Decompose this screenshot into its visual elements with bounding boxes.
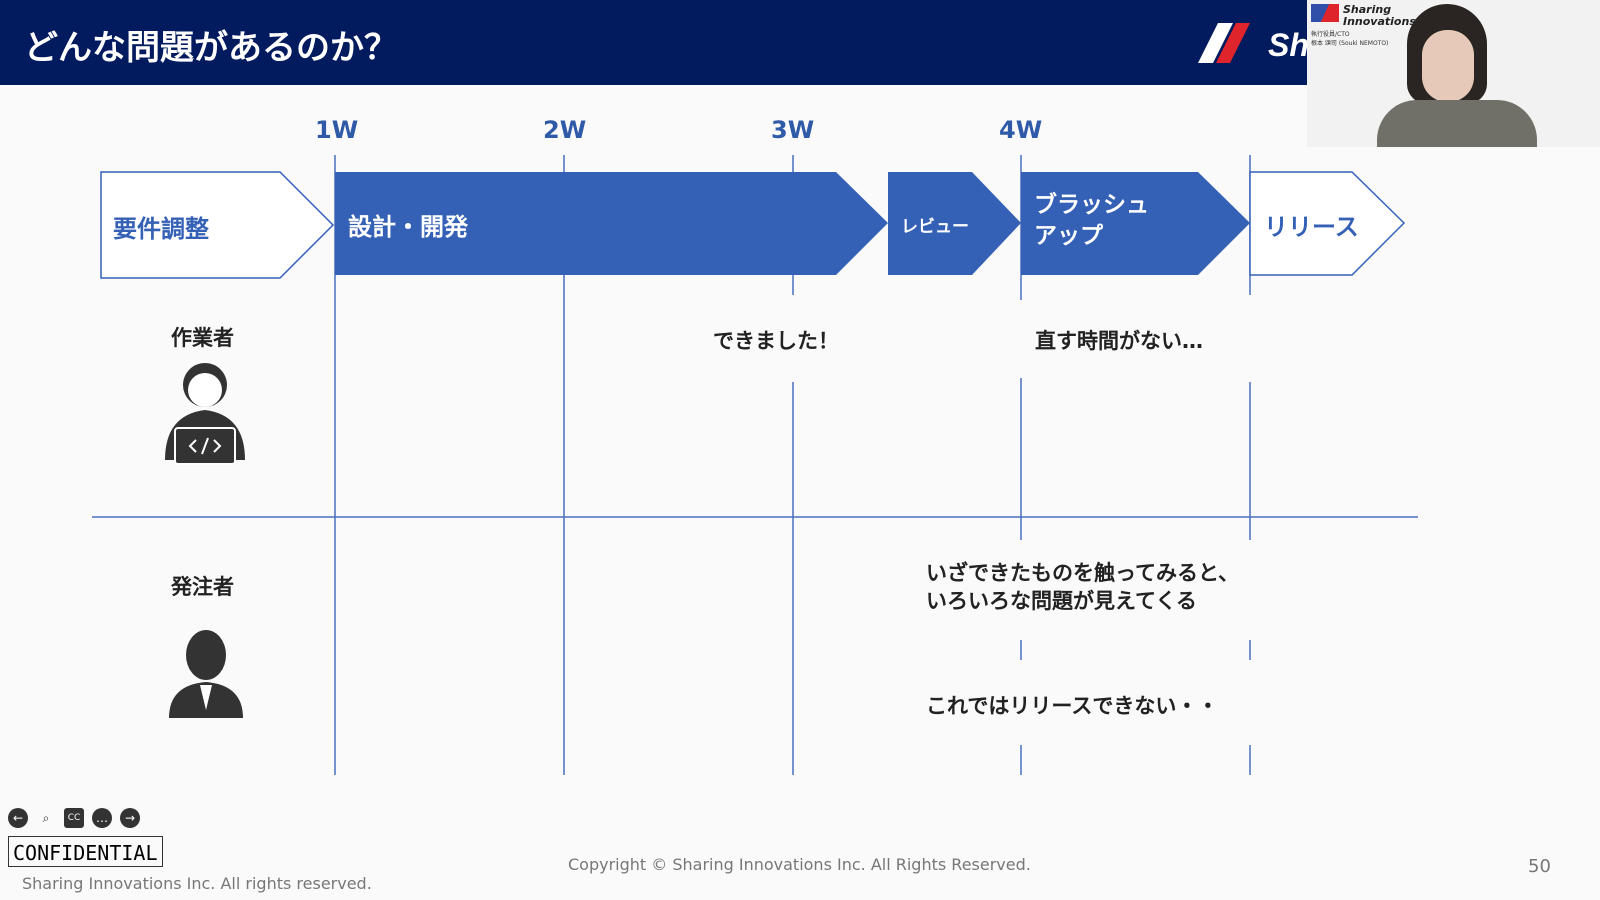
footer-left: Sharing Innovations Inc. All rights rese… <box>22 874 372 893</box>
phase-label: アップ <box>1034 223 1103 249</box>
worker-comment: できました！ <box>713 329 839 353</box>
phase-label: レビュー <box>901 217 969 237</box>
copyright: Copyright © Sharing Innovations Inc. All… <box>568 855 1031 874</box>
slide-header: どんな問題があるのか？ Sh <box>0 0 1308 85</box>
company-logo: Sh <box>1198 23 1308 63</box>
phase-label: 要件調整 <box>113 215 209 243</box>
worker-comment: 直す時間がない… <box>1035 329 1203 353</box>
week-label: 2W <box>543 116 587 144</box>
svg-text:Sh: Sh <box>1268 27 1308 63</box>
page-number: 50 <box>1528 856 1551 877</box>
confidential-label: CONFIDENTIAL <box>8 836 163 867</box>
phase-arrow <box>335 172 888 275</box>
captions-icon[interactable]: CC <box>64 808 84 828</box>
phase-arrow <box>1249 171 1406 276</box>
client-comment: いろいろな問題が見えてくる <box>926 589 1197 613</box>
phase-arrow <box>100 171 335 279</box>
next-slide-icon[interactable]: → <box>120 808 140 828</box>
phase-label: 設計・開発 <box>348 213 468 241</box>
presenter-face <box>1422 30 1474 102</box>
more-options-icon[interactable]: … <box>92 808 112 828</box>
previous-slide-icon[interactable]: ← <box>8 808 28 828</box>
phase-label: リリース <box>1264 213 1359 241</box>
phase-label: ブラッシュ <box>1034 192 1149 218</box>
week-label: 3W <box>771 116 815 144</box>
client-icon <box>169 630 243 718</box>
zoom-icon[interactable]: ⌕ <box>42 811 50 825</box>
client-comment: これではリリースできない・・ <box>926 694 1219 718</box>
role-worker: 作業者 <box>171 326 234 350</box>
role-client: 発注者 <box>171 575 234 599</box>
client-comment: いざできたものを触ってみると、 <box>926 561 1240 585</box>
webcam-name: 根本 頌司 (Souki NEMOTO) <box>1311 40 1389 47</box>
webcam-logo-icon <box>1311 4 1339 22</box>
worker-icon <box>165 363 245 465</box>
presenter-jacket <box>1377 100 1537 147</box>
slide-title: どんな問題があるのか？ <box>24 28 398 68</box>
week-label: 1W <box>315 116 359 144</box>
week-label: 4W <box>999 116 1043 144</box>
webcam-role: 執行役員/CTO <box>1311 31 1350 38</box>
phase-arrow <box>1021 172 1250 275</box>
phase-arrow <box>888 172 1021 275</box>
